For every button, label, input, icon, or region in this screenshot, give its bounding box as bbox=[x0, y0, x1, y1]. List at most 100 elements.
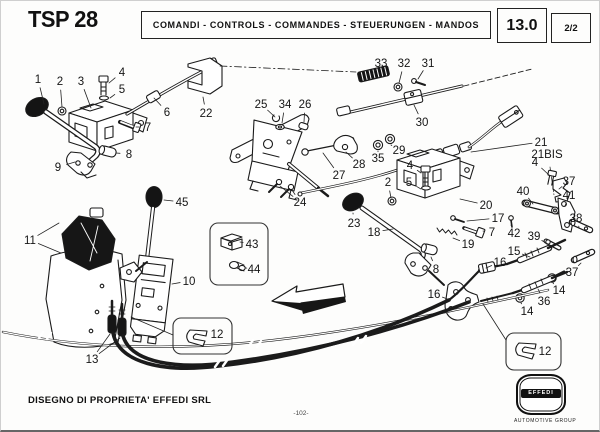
callout-12: 12 bbox=[539, 346, 552, 358]
callout-2: 2 bbox=[385, 177, 391, 189]
left-selector-assembly bbox=[25, 57, 357, 179]
callout-7: 7 bbox=[145, 122, 151, 134]
leader-line bbox=[390, 144, 393, 146]
callout-24: 24 bbox=[294, 197, 307, 209]
leader-line bbox=[373, 69, 376, 73]
direction-arrow bbox=[271, 283, 346, 314]
inset-box-clip-right bbox=[505, 332, 562, 371]
handbrake-assembly bbox=[229, 113, 396, 201]
leader-line bbox=[482, 303, 507, 341]
leader-line bbox=[98, 337, 121, 355]
callout-35: 35 bbox=[372, 153, 385, 165]
page-number: -102- bbox=[293, 410, 309, 417]
leader-line bbox=[430, 256, 433, 262]
callout-44: 44 bbox=[248, 264, 261, 276]
leader-line bbox=[163, 199, 174, 202]
callout-38: 38 bbox=[570, 213, 583, 225]
callout-22: 22 bbox=[200, 108, 213, 120]
leader-line bbox=[303, 112, 305, 123]
section-code: 13.0 bbox=[506, 16, 538, 34]
callout-3: 3 bbox=[78, 76, 84, 88]
leader-line bbox=[537, 288, 541, 294]
page-indicator-box: 2/2 bbox=[551, 13, 591, 43]
inset-box-connectors bbox=[209, 222, 269, 286]
leader-line bbox=[558, 186, 563, 190]
upper-cable-assembly bbox=[336, 65, 533, 117]
leader-line bbox=[541, 167, 550, 176]
callout-13: 13 bbox=[86, 354, 99, 366]
callout-6: 6 bbox=[164, 107, 170, 119]
leader-line bbox=[416, 169, 422, 174]
leader-line bbox=[577, 262, 582, 267]
leader-line bbox=[389, 190, 392, 199]
leader-line bbox=[520, 302, 522, 305]
leader-line bbox=[485, 265, 493, 269]
callout-12: 12 bbox=[211, 329, 224, 341]
leader-line bbox=[279, 185, 294, 197]
leader-line bbox=[552, 282, 554, 285]
leader-line bbox=[459, 198, 478, 204]
callout-23: 23 bbox=[348, 218, 361, 230]
callout-39: 39 bbox=[528, 231, 541, 243]
leader-line bbox=[39, 87, 45, 105]
callout-20: 20 bbox=[480, 200, 493, 212]
leader-line bbox=[267, 109, 276, 118]
leader-line bbox=[109, 94, 116, 99]
callout-10: 10 bbox=[183, 276, 196, 288]
effedi-logo-text: EFFEDI bbox=[521, 389, 561, 398]
property-note: DISEGNO DI PROPRIETA' EFFEDI SRL bbox=[28, 395, 212, 406]
leader-line bbox=[153, 97, 162, 106]
callout-11: 11 bbox=[24, 235, 36, 247]
leader-line bbox=[171, 282, 181, 285]
leader-line bbox=[291, 189, 296, 195]
callout-8: 8 bbox=[433, 264, 439, 276]
leader-line bbox=[202, 96, 205, 105]
inset-box-clip-left bbox=[172, 317, 233, 355]
header-title: COMANDI - CONTROLS - COMMANDES - STEUERU… bbox=[152, 20, 480, 30]
callout-36: 36 bbox=[538, 296, 551, 308]
callout-33: 33 bbox=[375, 58, 388, 70]
callout-9: 9 bbox=[55, 162, 61, 174]
callout-29: 29 bbox=[393, 145, 406, 157]
leader-line bbox=[37, 222, 60, 236]
callout-37: 37 bbox=[566, 267, 579, 279]
leader-line bbox=[470, 142, 533, 153]
callout-21: 21 bbox=[535, 137, 548, 149]
leader-line bbox=[322, 152, 335, 169]
leader-line bbox=[442, 296, 451, 301]
callout-21BIS: 21BIS bbox=[531, 149, 563, 161]
callout-1: 1 bbox=[35, 74, 41, 86]
leader-line bbox=[452, 237, 461, 242]
leader-line bbox=[83, 89, 92, 109]
callout-2: 2 bbox=[57, 76, 63, 88]
callout-25: 25 bbox=[255, 99, 268, 111]
effedi-badge: EFFEDI bbox=[516, 374, 566, 415]
model-title: TSP 28 bbox=[28, 6, 98, 32]
callout-15: 15 bbox=[508, 246, 521, 258]
callout-45: 45 bbox=[176, 197, 189, 209]
leader-line bbox=[108, 77, 116, 84]
header-title-box: COMANDI - CONTROLS - COMMANDES - STEUERU… bbox=[141, 11, 491, 39]
callout-14: 14 bbox=[553, 285, 566, 297]
callout-26: 26 bbox=[299, 99, 312, 111]
leader-line bbox=[239, 241, 244, 243]
leader-line bbox=[528, 197, 534, 205]
leader-line bbox=[398, 71, 403, 84]
callout-17: 17 bbox=[492, 213, 505, 225]
callout-27: 27 bbox=[333, 170, 346, 182]
callout-41: 41 bbox=[563, 190, 576, 202]
leader-line bbox=[466, 218, 490, 222]
handbrake-cables bbox=[1, 269, 550, 370]
leader-line bbox=[564, 203, 567, 207]
leader-line bbox=[96, 333, 111, 353]
callout-4: 4 bbox=[532, 157, 539, 169]
callout-4: 4 bbox=[119, 67, 126, 79]
callout-5: 5 bbox=[119, 84, 125, 96]
leader-line bbox=[541, 240, 549, 245]
callout-40: 40 bbox=[517, 186, 530, 198]
right-selector-assembly bbox=[342, 148, 486, 286]
leader-line bbox=[37, 243, 62, 254]
